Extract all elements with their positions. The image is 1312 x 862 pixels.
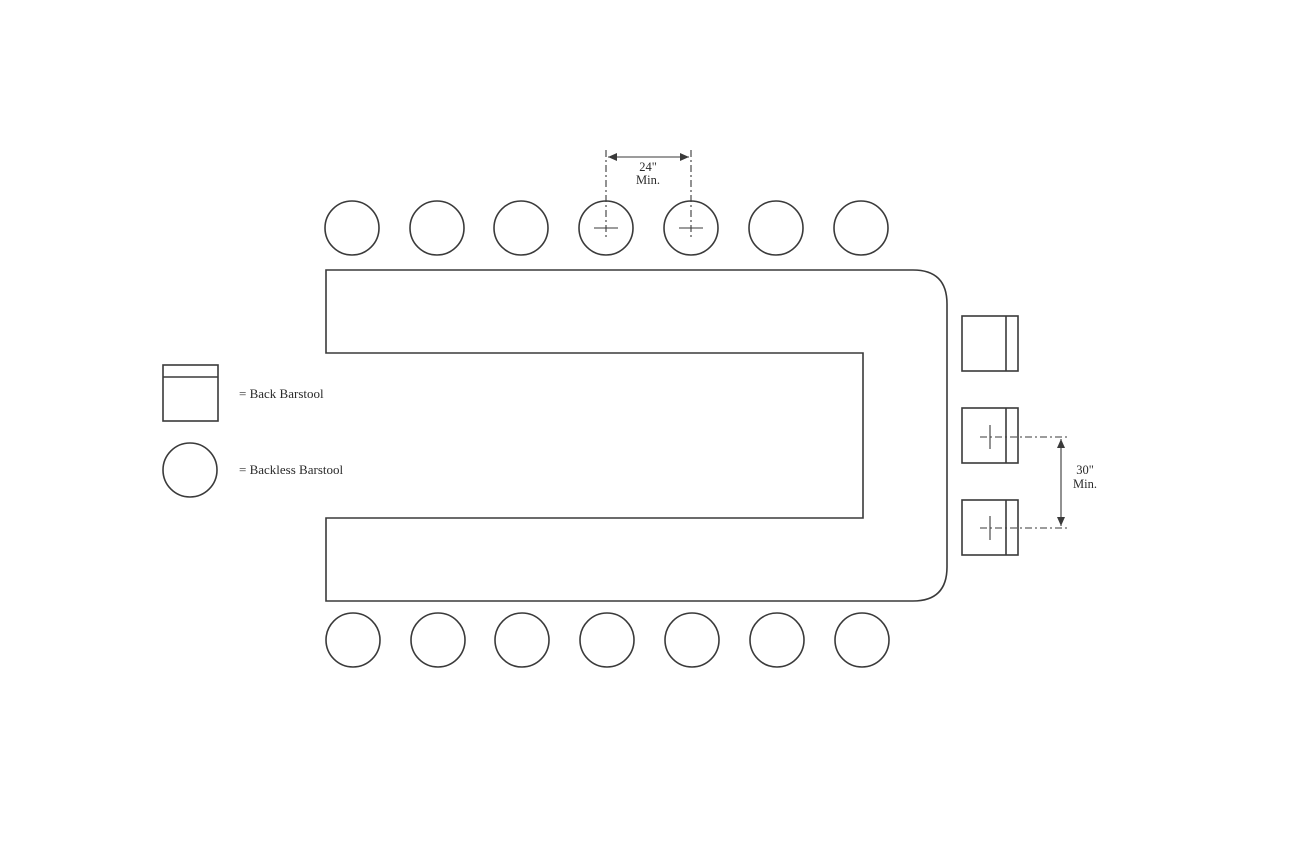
legend-backless-barstool-symbol: [162, 442, 218, 498]
stool-spacing-value: 24": [639, 160, 657, 174]
backless-barstool: [749, 612, 805, 668]
stool-spacing-note: Min.: [636, 173, 660, 187]
backless-barstool: [493, 200, 549, 256]
legend-back-barstool-symbol: [162, 364, 219, 422]
back-stool-spacing-note: Min.: [1073, 477, 1097, 491]
bottom-stool-row: [325, 612, 890, 668]
back-stool-spacing-value: 30": [1076, 463, 1094, 477]
backless-barstool: [409, 200, 465, 256]
backless-barstool: [494, 612, 550, 668]
end-stool-column: [961, 315, 1019, 556]
backless-barstool: [833, 200, 889, 256]
back-barstool: [961, 407, 1019, 464]
backless-barstool: [748, 200, 804, 256]
bar-counter: [325, 269, 948, 602]
backless-barstool: [324, 200, 380, 256]
backless-barstool: [834, 612, 890, 668]
backless-barstool: [664, 612, 720, 668]
legend-back-barstool-label: = Back Barstool: [239, 386, 324, 401]
legend: = Back Barstool = Backless Barstool: [162, 364, 343, 498]
backless-barstool: [579, 612, 635, 668]
back-barstool: [961, 315, 1019, 372]
backless-barstool: [325, 612, 381, 668]
backless-barstool: [410, 612, 466, 668]
legend-backless-barstool-label: = Backless Barstool: [239, 462, 343, 477]
